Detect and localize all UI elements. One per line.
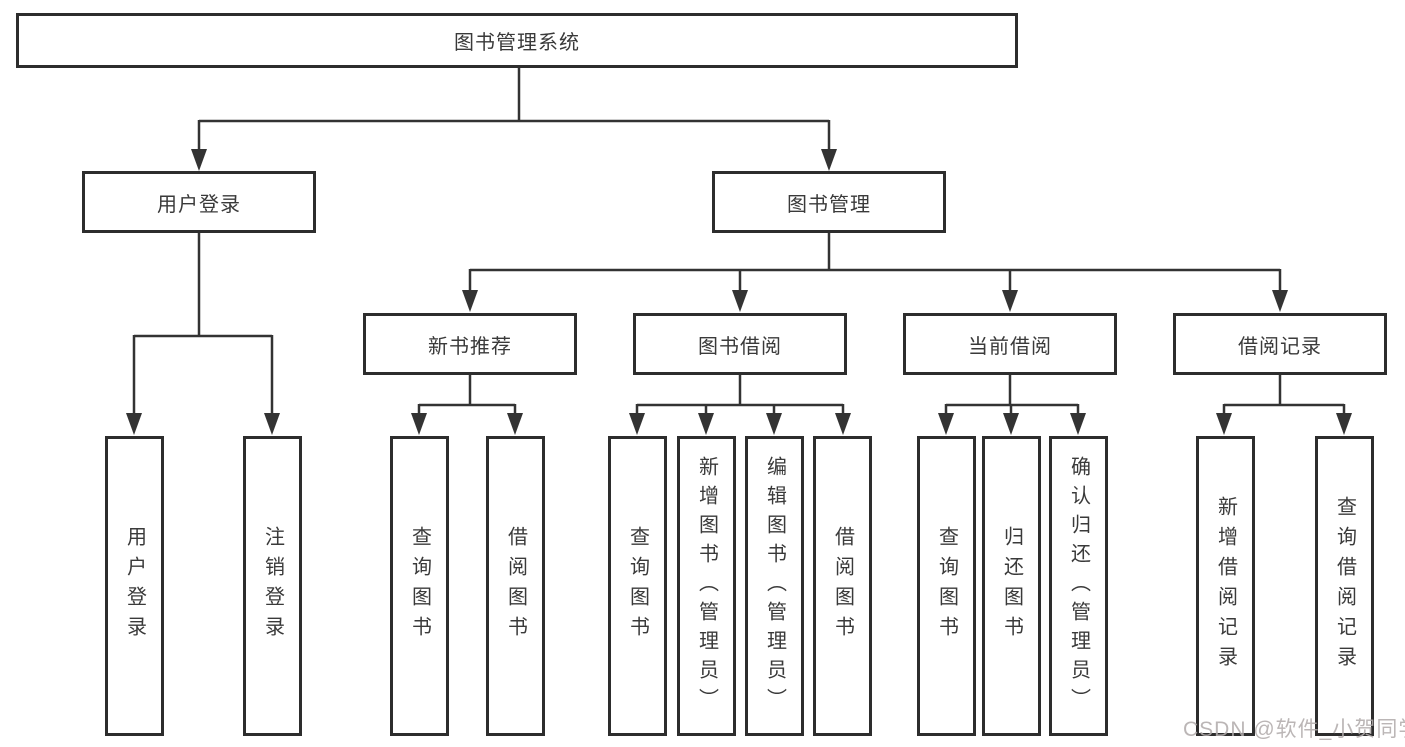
leaf-label: 查询图书	[626, 526, 649, 646]
leaf-user-login: 用户登录	[105, 436, 164, 736]
leaf-borrow-books-borrowing: 借阅图书	[813, 436, 872, 736]
node-label: 当前借阅	[968, 335, 1052, 358]
node-borrowing-records: 借阅记录	[1173, 313, 1387, 375]
leaf-label: 确认归还（管理员）	[1067, 455, 1090, 717]
leaf-query-books-current: 查询图书	[917, 436, 976, 736]
leaf-label: 查询图书	[408, 526, 431, 646]
node-book-management: 图书管理	[712, 171, 946, 233]
node-label: 图书借阅	[698, 335, 782, 358]
leaf-label: 注销登录	[261, 526, 284, 646]
leaf-label: 用户登录	[123, 526, 146, 646]
node-user-login: 用户登录	[82, 171, 316, 233]
leaf-edit-books-admin: 编辑图书（管理员）	[745, 436, 804, 736]
node-new-book-recommend: 新书推荐	[363, 313, 577, 375]
node-label: 图书管理系统	[454, 32, 580, 54]
node-current-borrowing: 当前借阅	[903, 313, 1117, 375]
leaf-label: 查询借阅记录	[1333, 496, 1356, 676]
leaf-return-books: 归还图书	[982, 436, 1041, 736]
node-library-management-system: 图书管理系统	[16, 13, 1018, 68]
node-book-borrowing: 图书借阅	[633, 313, 847, 375]
leaf-label: 新增借阅记录	[1214, 496, 1237, 676]
leaf-logout: 注销登录	[243, 436, 302, 736]
leaf-label: 新增图书（管理员）	[695, 455, 718, 717]
node-label: 用户登录	[157, 193, 241, 216]
leaf-query-books-recommend: 查询图书	[390, 436, 449, 736]
leaf-label: 借阅图书	[504, 526, 527, 646]
leaf-label: 查询图书	[935, 526, 958, 646]
leaf-query-books-borrowing: 查询图书	[608, 436, 667, 736]
csdn-watermark: CSDN @软件_小贺同学	[1183, 718, 1405, 741]
node-label: 图书管理	[787, 193, 871, 216]
leaf-query-borrow-record: 查询借阅记录	[1315, 436, 1374, 736]
leaf-borrow-books-recommend: 借阅图书	[486, 436, 545, 736]
node-label: 借阅记录	[1238, 335, 1322, 358]
leaf-label: 归还图书	[1000, 526, 1023, 646]
node-label: 新书推荐	[428, 335, 512, 358]
leaf-add-books-admin: 新增图书（管理员）	[677, 436, 736, 736]
leaf-confirm-return-admin: 确认归还（管理员）	[1049, 436, 1108, 736]
leaf-label: 编辑图书（管理员）	[763, 455, 786, 717]
leaf-label: 借阅图书	[831, 526, 854, 646]
leaf-add-borrow-record: 新增借阅记录	[1196, 436, 1255, 736]
